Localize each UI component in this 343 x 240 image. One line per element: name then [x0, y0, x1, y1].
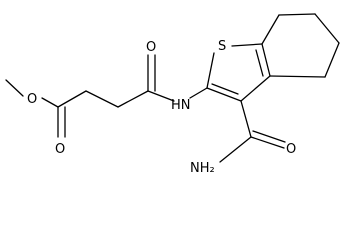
chemical-structure-diagram: O O O HN S O NH₂ — [5, 13, 340, 176]
bond-c7a-c3a-inner — [255, 49, 264, 77]
bond-lines — [5, 13, 340, 163]
bond-n-thiophene — [189, 87, 208, 99]
atom-label-ester-carbonyl-oxygen: O — [55, 142, 65, 157]
bond-c7-c6 — [278, 13, 316, 16]
bond-c3-c2-inner — [211, 83, 239, 95]
bond-carboxamide-carbonyl-second — [252, 130, 286, 143]
atom-label-thiophene-sulfur: S — [218, 39, 226, 54]
bond-c3-carboxamide-carbon — [240, 100, 252, 138]
bond-c3a-c3 — [240, 75, 271, 102]
bond-c7a-c7 — [261, 14, 280, 45]
bond-c5-c4 — [324, 42, 340, 78]
bond-ch2-to-amide-carbon — [117, 90, 149, 108]
bond-c3-c2 — [206, 87, 242, 102]
atom-label-amide-carbonyl-oxygen: O — [146, 40, 156, 55]
bond-c6-c5 — [314, 13, 340, 44]
bond-amide-carbon-n — [147, 90, 175, 102]
atom-label-carboxamide-oxygen: O — [286, 142, 296, 157]
bond-c7a-c3a — [261, 43, 271, 77]
bond-ch2-ch2 — [85, 90, 119, 108]
bond-o-ester-carbon — [41, 97, 59, 108]
atom-label-amide-nitrogen: HN — [171, 98, 191, 113]
bond-ester-to-ch2 — [57, 90, 87, 108]
bond-c2-s — [206, 52, 215, 89]
bond-carboxamide-carbonyl — [250, 136, 285, 149]
atom-label-methoxy-oxygen: O — [27, 92, 37, 107]
atom-label-carboxamide-nitrogen: NH₂ — [190, 161, 215, 176]
atom-labels: O O O HN S O NH₂ — [27, 39, 296, 176]
bond-s-c7a — [231, 43, 263, 47]
bond-c4-c3a — [269, 75, 326, 78]
bond-methyl-o — [5, 79, 24, 97]
bond-carboxamide-n — [219, 136, 252, 163]
